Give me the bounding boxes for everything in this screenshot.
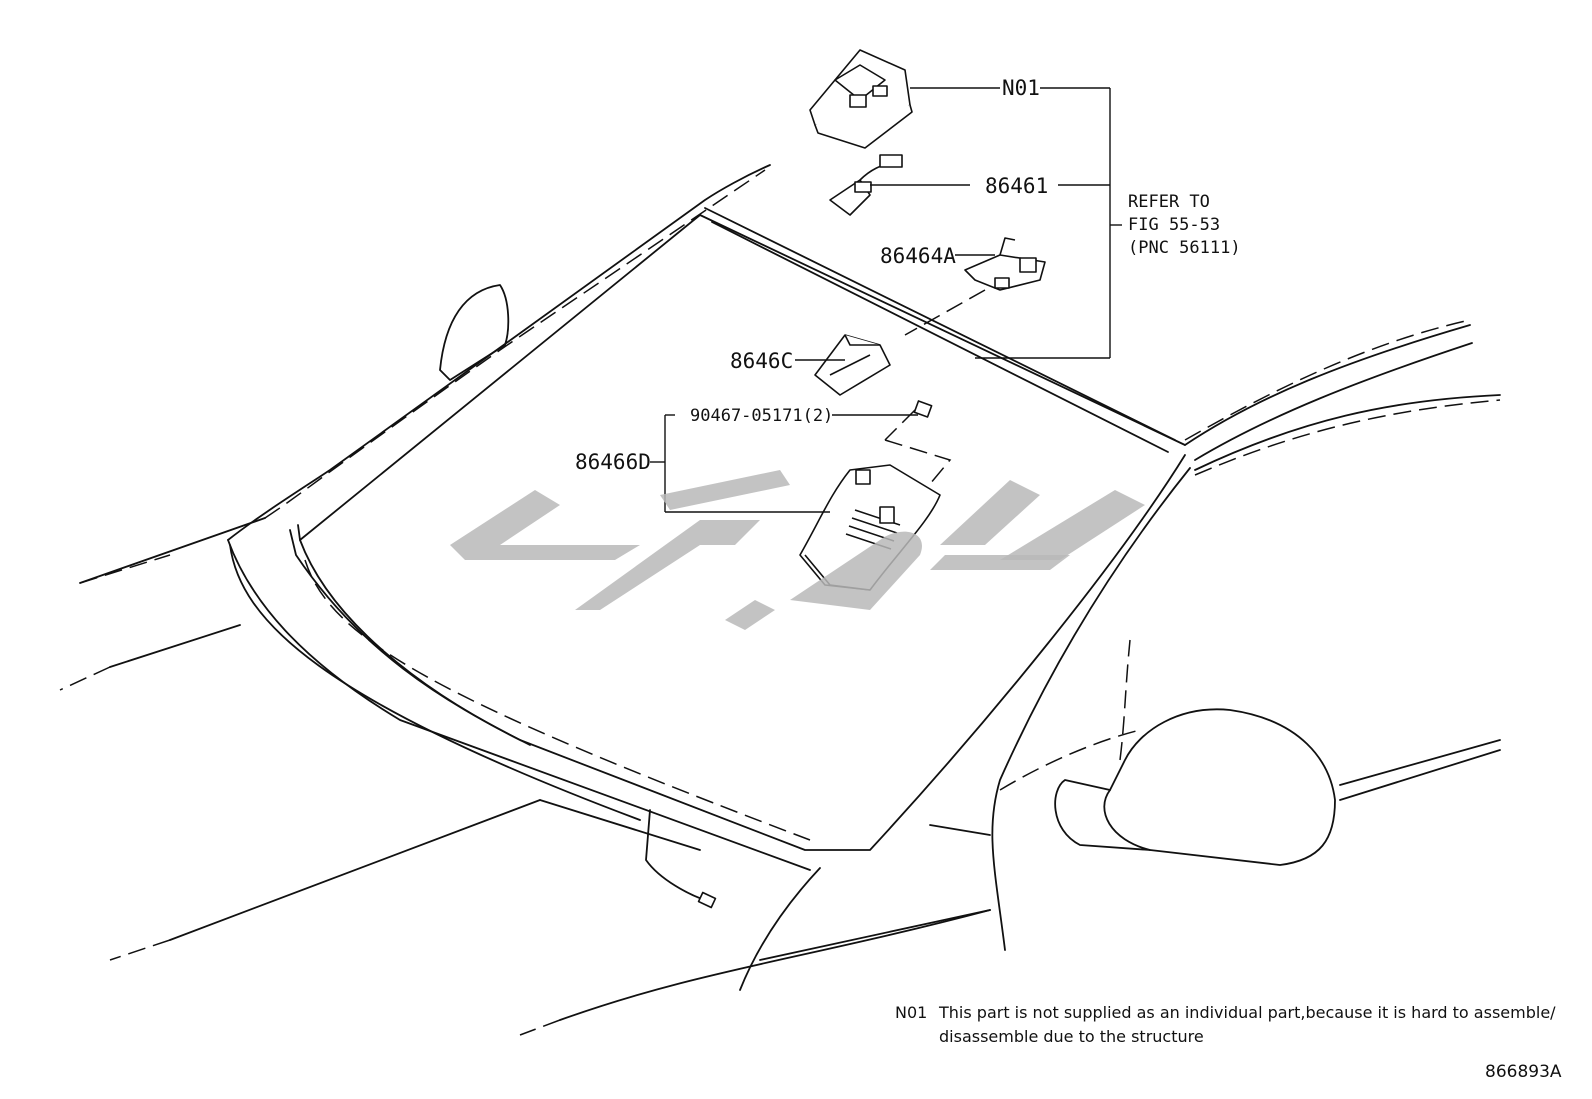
brand-logo-watermark [450, 470, 1145, 630]
phantom-lines [59, 169, 1501, 1036]
refer-line-3: (PNC 56111) [1128, 238, 1241, 258]
part-86464a [964, 237, 1046, 291]
label-86464a: 86464A [880, 244, 956, 268]
label-90467-05171: 90467-05171(2) [690, 406, 833, 426]
car-body-outline [79, 164, 1501, 1021]
refer-line-1: REFER TO [1128, 192, 1210, 212]
label-8646c: 8646C [730, 349, 793, 373]
note-line-1: This part is not supplied as an individu… [938, 1003, 1556, 1022]
figure-number: 866893A [1485, 1062, 1562, 1082]
leader-lines [650, 87, 1122, 513]
note-code: N01 [895, 1003, 927, 1022]
label-86466d: 86466D [575, 450, 651, 474]
label-n01: N01 [1002, 76, 1040, 100]
part-8646c [814, 334, 891, 396]
label-86461: 86461 [985, 174, 1048, 198]
part-90467-clip [913, 400, 933, 418]
part-n01 [809, 49, 913, 149]
note-line-2: disassemble due to the structure [939, 1027, 1204, 1046]
part-86461 [829, 154, 903, 216]
refer-line-2: FIG 55-53 [1128, 215, 1220, 235]
